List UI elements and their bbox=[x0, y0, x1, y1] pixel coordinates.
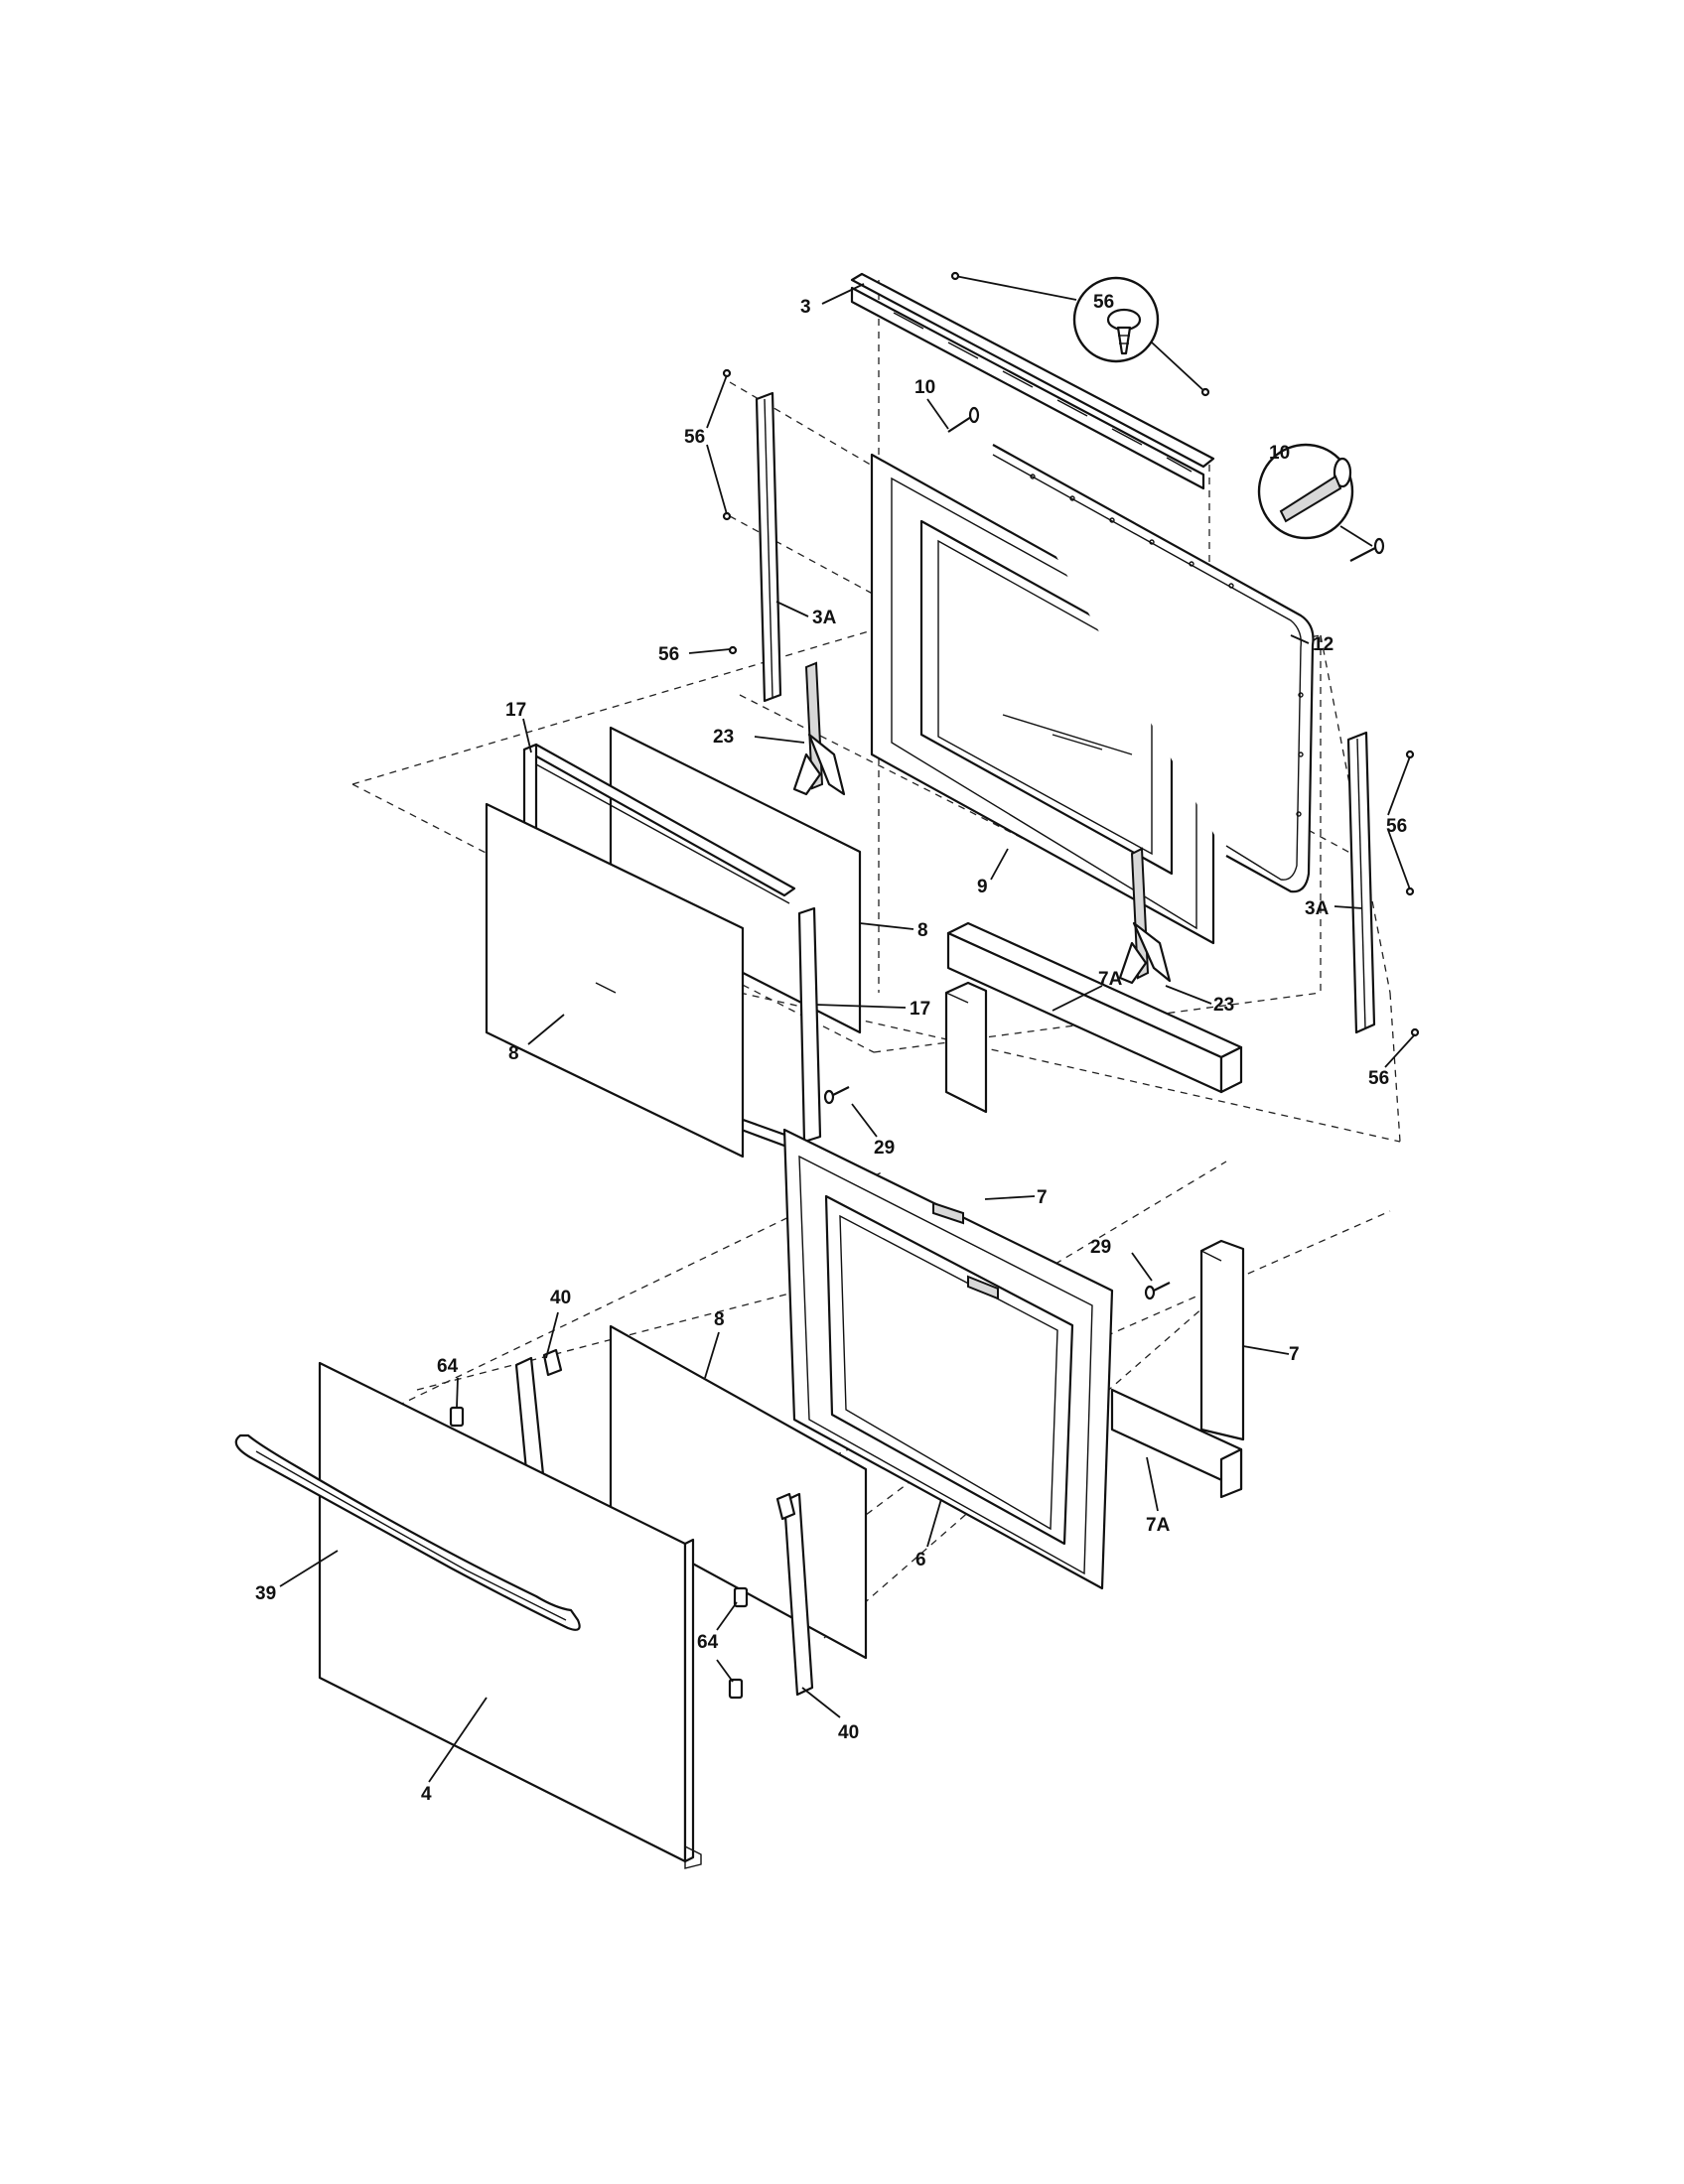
callout-10-top: 10 bbox=[914, 377, 935, 398]
callout-8-bottom: 8 bbox=[714, 1309, 725, 1330]
callout-3a-right: 3A bbox=[1305, 898, 1330, 919]
bolt-icon bbox=[947, 406, 1385, 562]
part-64-clip bbox=[449, 1406, 749, 1700]
callout-56-mid: 56 bbox=[658, 644, 679, 665]
part-8-rear-glass-panel bbox=[609, 726, 862, 1034]
callout-29-right: 29 bbox=[1090, 1237, 1111, 1258]
callout-3a-left: 3A bbox=[812, 608, 837, 628]
part-6-door-liner bbox=[782, 1128, 1114, 1590]
callout-40-top: 40 bbox=[550, 1288, 571, 1308]
part-40-right-door-bracket bbox=[775, 1492, 814, 1697]
part-12-door-gasket bbox=[992, 444, 1315, 893]
part-7a-bottom-insulation-strip bbox=[1110, 1388, 1243, 1499]
bolt-detail-zoom bbox=[1257, 443, 1354, 540]
callout-56-zoom: 56 bbox=[1093, 292, 1114, 313]
part-3a-right-side-channel bbox=[1346, 731, 1376, 1034]
screw-icon bbox=[1106, 308, 1142, 355]
callout-12: 12 bbox=[1313, 634, 1333, 655]
callout-39: 39 bbox=[255, 1583, 276, 1604]
callout-6: 6 bbox=[915, 1550, 926, 1570]
callout-8-left: 8 bbox=[508, 1043, 519, 1064]
part-7a-top-insulation-strip bbox=[946, 921, 1243, 1094]
callout-56-left: 56 bbox=[684, 427, 705, 448]
part-8-front-glass-panel bbox=[485, 802, 745, 1159]
part-23-left-hinge bbox=[792, 661, 846, 796]
screw-detail-zoom bbox=[1072, 276, 1160, 363]
part-7-right-insulation-block bbox=[1199, 1239, 1245, 1441]
part-23-right-hinge bbox=[1118, 847, 1172, 985]
callout-labels: 3 56 10 10 56 3A 12 56 17 23 9 56 8 3A 1… bbox=[255, 292, 1407, 1805]
callout-17-right: 17 bbox=[910, 999, 930, 1020]
part-7-left-insulation-block bbox=[944, 981, 988, 1114]
callout-7a-bottom: 7A bbox=[1146, 1515, 1171, 1536]
callout-40-bottom: 40 bbox=[838, 1722, 859, 1743]
callout-leaders bbox=[279, 283, 1416, 1783]
callout-8-right: 8 bbox=[917, 920, 928, 941]
callout-4: 4 bbox=[421, 1784, 432, 1805]
part-29-pin bbox=[823, 1086, 1171, 1300]
callout-56-right: 56 bbox=[1386, 816, 1407, 837]
callout-7-right: 7 bbox=[1289, 1344, 1300, 1365]
callout-64-bottom: 64 bbox=[697, 1632, 719, 1653]
part-4-outer-door-panel bbox=[318, 1361, 702, 1869]
part-3a-left-side-channel bbox=[755, 391, 782, 703]
callout-23-right: 23 bbox=[1213, 995, 1234, 1016]
part-39-door-handle bbox=[234, 1433, 581, 1631]
callout-9: 9 bbox=[977, 877, 988, 897]
callout-56-bottom: 56 bbox=[1368, 1068, 1389, 1089]
callout-7-top: 7 bbox=[1037, 1187, 1048, 1208]
callout-23-left: 23 bbox=[713, 727, 734, 748]
callout-3: 3 bbox=[800, 297, 811, 318]
callout-17-top: 17 bbox=[505, 700, 526, 721]
callout-64-top: 64 bbox=[437, 1356, 459, 1377]
callout-10-zoom: 10 bbox=[1269, 443, 1290, 464]
part-3-top-vent-trim bbox=[850, 272, 1215, 490]
callout-29-left: 29 bbox=[874, 1138, 895, 1159]
callout-7a-top: 7A bbox=[1098, 969, 1123, 990]
